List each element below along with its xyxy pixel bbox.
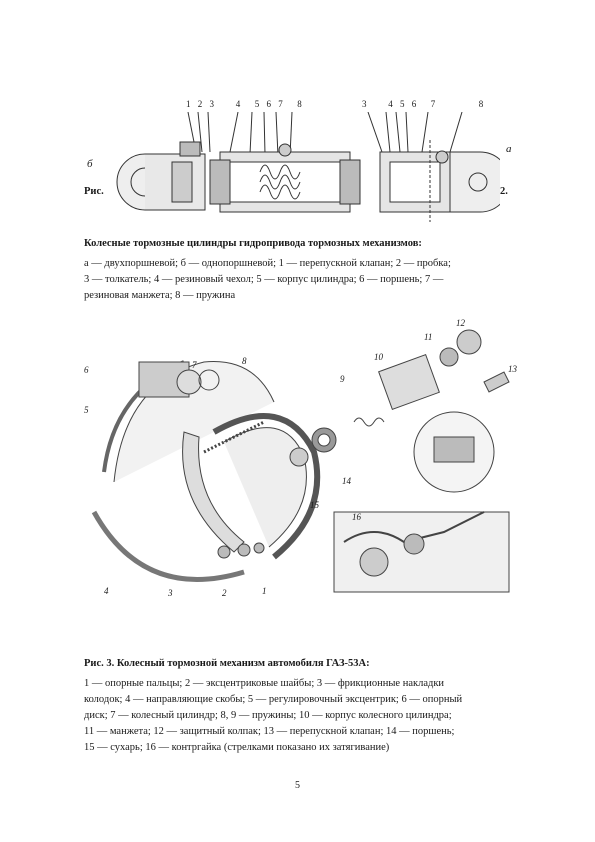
legend-line: 3 — толкатель; 4 — резиновый чехол; 5 — … (84, 274, 444, 285)
figure-2-legend: а — двухпоршневой; б — однопоршневой; 1 … (84, 256, 514, 304)
num: 5 (254, 99, 260, 109)
legend-line: резиновая манжета; 8 — пружина (84, 290, 236, 301)
callout-1: 1 (262, 586, 267, 596)
num: 3 (362, 99, 367, 109)
callout-12: 12 (456, 318, 465, 328)
label-a: а (506, 143, 512, 155)
callout-9: 9 (340, 374, 345, 384)
num: 2 (197, 99, 203, 109)
legend-line: 11 — манжета; 12 — защитный колпак; 13 —… (84, 726, 455, 737)
num: 8 (297, 99, 302, 109)
callout-3: 3 (168, 588, 173, 598)
legend-line: 1 — опорные пальцы; 2 — эксцентриковые ш… (84, 678, 445, 689)
callout-11: 11 (424, 332, 433, 342)
ris-prefix: Рис. (84, 186, 104, 197)
callout-13: 13 (508, 364, 517, 374)
legend-line: колодок; 4 — направляющие скобы; 5 — рег… (84, 694, 463, 705)
callout-14: 14 (342, 476, 351, 486)
callout-15: 15 (310, 500, 319, 510)
callout-10: 10 (374, 352, 383, 362)
num: 5 (400, 99, 405, 109)
legend-line: а — двухпоршневой; б — однопоршневой; 1 … (84, 258, 451, 269)
callout-6: 6 (84, 365, 89, 375)
num: 8 (478, 99, 484, 109)
num: 7 (430, 99, 436, 109)
num: 6 (266, 99, 272, 109)
legend-line: 15 — сухарь; 16 — контргайка (стрелками … (84, 742, 390, 753)
num: 7 (278, 99, 283, 109)
figure-3-title: Рис. 3. Колесный тормозной механизм авто… (84, 658, 370, 669)
callout-2: 2 (222, 588, 227, 598)
legend-line: диск; 7 — колесный цилиндр; 8, 9 — пружи… (84, 710, 452, 721)
cylinder-drawing (116, 112, 500, 222)
figure-3-legend: 1 — опорные пальцы; 2 — эксцентриковые ш… (84, 676, 514, 756)
callout-4: 4 (104, 586, 109, 596)
num: 4 (235, 99, 241, 109)
ris-number: 2. (500, 186, 508, 197)
label-b: б (87, 158, 93, 170)
num: 1 (186, 99, 191, 109)
callout-7: 7 (192, 360, 197, 370)
callout-5: 5 (84, 405, 89, 415)
figure-2-numbers-right: 3 4 5 6 7 8 (362, 99, 483, 109)
num: 3 (209, 99, 215, 109)
brake-mechanism-drawing (91, 329, 510, 593)
figure-2-title: Колесные тормозные цилиндры гидропривода… (84, 238, 422, 249)
callout-8: 8 (242, 356, 247, 366)
num: 4 (388, 99, 393, 109)
page-number: 5 (295, 780, 300, 791)
callout-16: 16 (352, 512, 361, 522)
figure-2-numbers-left: 1 2 3 4 5 6 7 8 (186, 99, 302, 109)
num: 6 (411, 99, 417, 109)
